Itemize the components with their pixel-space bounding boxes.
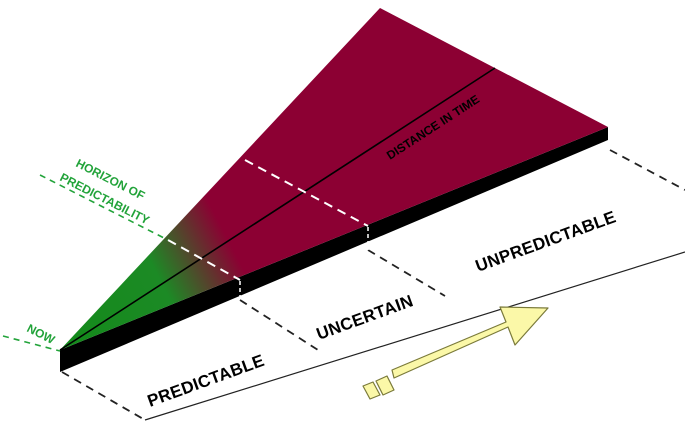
wedge-surface [60,8,608,350]
time-axis-line [59,67,496,351]
zone-label-unpredictable: UNPREDICTABLE [473,207,619,276]
ground-plane [61,149,685,421]
zone-boundaries [167,159,369,300]
slab-edge [60,127,608,372]
zone-label-uncertain: UNCERTAIN [314,291,416,344]
direction-arrow-icon [362,306,549,400]
zone-label-predictable: PREDICTABLE [145,351,267,411]
green-pointers [2,174,169,352]
